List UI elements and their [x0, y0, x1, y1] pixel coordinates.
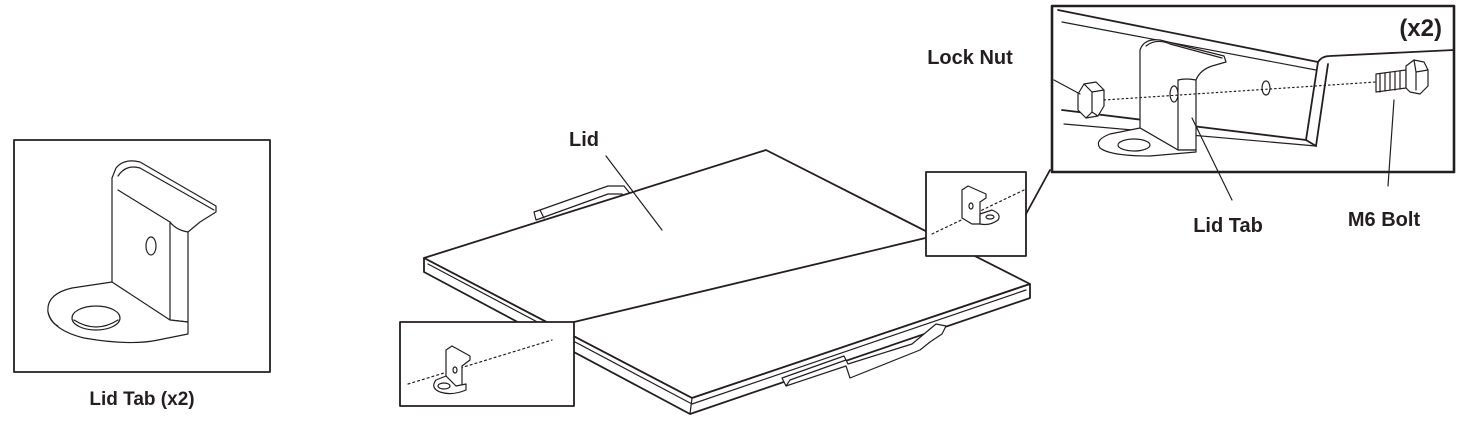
lid-leader-line	[605, 155, 663, 231]
lock-nut-leader-line	[1053, 79, 1081, 95]
front-handle	[781, 323, 947, 387]
lid-tab-part-panel: Lid Tab (x2)	[13, 139, 271, 410]
lid-tab-part-illustration	[47, 160, 217, 344]
lid-label: Lid	[569, 129, 599, 151]
left-detail-inset	[399, 213, 1027, 407]
lid-tab-leader-line	[1191, 117, 1233, 201]
left-inset-lid-tab	[433, 345, 471, 395]
lock-nut-label: Lock Nut	[927, 47, 1013, 69]
zoom-lid-tab	[1097, 39, 1227, 157]
lid-tab-label: Lid Tab	[1193, 215, 1263, 237]
zoom-insertion-line	[1103, 81, 1377, 101]
zoom-m6-bolt	[1375, 59, 1429, 95]
quantity-label: (x2)	[1399, 15, 1442, 42]
right-inset-lid-tab	[961, 185, 1000, 226]
right-detail-inset	[925, 169, 1051, 257]
lid-tab-part-caption: Lid Tab (x2)	[89, 389, 194, 410]
zoom-detail-panel: (x2)	[1050, 4, 1456, 201]
m6-bolt-leader-line	[1387, 99, 1395, 187]
zoom-lock-nut	[1077, 81, 1105, 119]
m6-bolt-label: M6 Bolt	[1348, 209, 1421, 231]
